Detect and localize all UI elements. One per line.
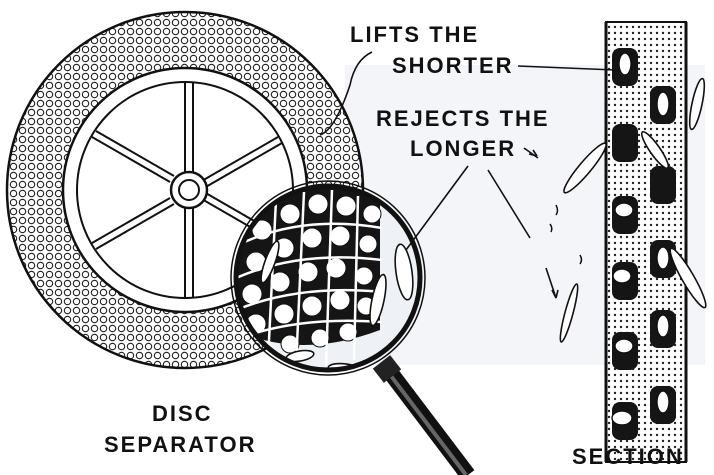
label-rejects-line2: LONGER: [410, 136, 516, 161]
label-section: SECTION: [572, 444, 684, 469]
label-disc-line2: SEPARATOR: [104, 432, 256, 457]
label-lifts-line2: SHORTER: [392, 53, 514, 78]
label-disc-line1: DISC: [152, 401, 213, 426]
label-rejects-line1: REJECTS THE: [376, 106, 550, 131]
magnifier-handle: [388, 372, 468, 475]
label-lifts-line1: LIFTS THE: [350, 22, 479, 47]
